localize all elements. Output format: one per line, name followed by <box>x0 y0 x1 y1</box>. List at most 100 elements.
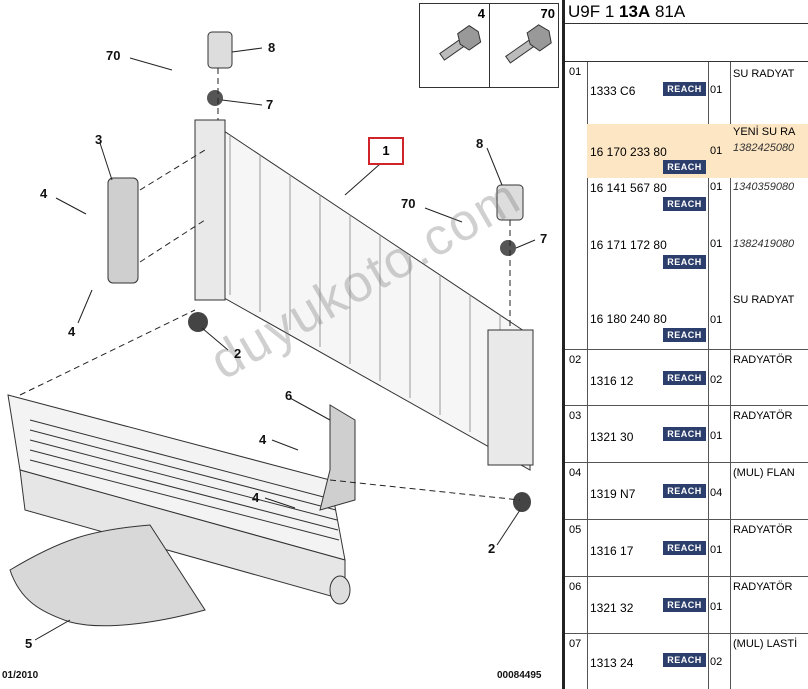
table-row[interactable]: 16 180 240 80 REACH 01 SU RADYAT <box>565 282 808 350</box>
group-number: 07 <box>569 638 582 650</box>
group-03[interactable]: 03 1321 30 REACH 01 RADYATÖR <box>565 406 808 463</box>
part-description: RADYATÖR <box>733 581 793 593</box>
callout-6[interactable]: 6 <box>285 388 293 403</box>
group-06[interactable]: 06 1321 32 REACH 01 RADYATÖR <box>565 577 808 634</box>
group-04[interactable]: 04 1319 N7 REACH 04 (MUL) FLAN <box>565 463 808 520</box>
callout-3[interactable]: 3 <box>95 132 103 147</box>
part-description: RADYATÖR <box>733 354 793 366</box>
quantity: 01 <box>710 544 723 556</box>
callout-1-label: 1 <box>382 143 390 158</box>
part-description: RADYATÖR <box>733 410 793 422</box>
radiator-drawing <box>194 119 534 471</box>
group-number: 04 <box>569 467 582 479</box>
callout-5[interactable]: 5 <box>25 636 33 651</box>
table-row-highlighted[interactable]: 16 170 233 80 REACH 01 YENİ SU RA 138242… <box>587 124 808 178</box>
part-description: YENİ SU RA <box>733 126 796 138</box>
group-01: 01 <box>565 62 808 350</box>
callout-4-deflector-lower[interactable]: 4 <box>252 490 260 505</box>
quantity: 01 <box>710 601 723 613</box>
panel-header: U9F 1 13A 81A <box>565 0 808 24</box>
part-number[interactable]: 1333 C6 <box>590 84 636 98</box>
fastener-cell-4[interactable]: 4 <box>420 4 490 87</box>
bolt-70-icon <box>505 24 552 64</box>
bushing-7-right-drawing <box>500 240 516 256</box>
header-code-bold: 13A <box>619 2 651 21</box>
part-description: RADYATÖR <box>733 524 793 536</box>
callout-2-right[interactable]: 2 <box>488 541 496 556</box>
part-number[interactable]: 1313 24 <box>590 656 634 670</box>
callout-7-top[interactable]: 7 <box>266 97 274 112</box>
part-number[interactable]: 16 170 233 80 <box>590 145 667 159</box>
table-row[interactable]: 1333 C6 REACH 01 SU RADYAT <box>565 62 808 124</box>
rubber-2-left-drawing <box>188 312 208 332</box>
quantity: 01 <box>710 314 723 326</box>
part-description: SU RADYAT <box>733 294 795 306</box>
rubber-2-right-drawing <box>513 492 531 512</box>
bracket-3-drawing <box>107 177 139 284</box>
quantity: 01 <box>710 181 723 193</box>
part-number[interactable]: 16 171 172 80 <box>590 238 667 252</box>
group-number: 01 <box>569 66 582 78</box>
part-number[interactable]: 1321 32 <box>590 601 634 615</box>
quantity: 01 <box>710 145 723 157</box>
reach-badge: REACH <box>663 484 706 498</box>
panel-subheader <box>565 24 808 62</box>
group-07[interactable]: 07 1313 24 REACH 02 (MUL) LASTİ <box>565 634 808 689</box>
group-02[interactable]: 02 1316 12 REACH 02 RADYATÖR <box>565 350 808 406</box>
callout-2-left[interactable]: 2 <box>234 346 242 361</box>
callout-8-right[interactable]: 8 <box>476 136 484 151</box>
fastener-number: 70 <box>540 6 555 21</box>
callout-70-top[interactable]: 70 <box>106 48 121 63</box>
part-number[interactable]: 1316 17 <box>590 544 634 558</box>
quantity: 01 <box>710 84 723 96</box>
reach-badge: REACH <box>663 197 706 211</box>
quantity: 04 <box>710 487 723 499</box>
group-number: 05 <box>569 524 582 536</box>
reach-badge: REACH <box>663 653 706 667</box>
reach-badge: REACH <box>663 371 706 385</box>
fastener-inset: 4 70 <box>419 3 559 88</box>
part-reference: 1340359080 <box>733 181 795 193</box>
group-number: 03 <box>569 410 582 422</box>
fastener-cell-70[interactable]: 70 <box>490 4 559 87</box>
exploded-parts-diagram: duyukoto.com 70 8 7 3 4 4 1 8 70 7 2 6 4… <box>2 3 559 681</box>
callout-4-lower-left[interactable]: 4 <box>68 324 76 339</box>
group-number: 06 <box>569 581 582 593</box>
part-reference: 1382419080 <box>733 238 795 250</box>
callout-1-highlighted[interactable]: 1 <box>368 137 404 165</box>
part-number[interactable]: 1321 30 <box>590 430 634 444</box>
part-number[interactable]: 1319 N7 <box>590 487 636 501</box>
protective-bag-drawing <box>9 524 206 627</box>
part-number[interactable]: 1316 12 <box>590 374 634 388</box>
panel-divider <box>562 0 565 689</box>
column-divider <box>587 62 588 689</box>
column-divider <box>708 62 709 689</box>
group-05[interactable]: 05 1316 17 REACH 01 RADYATÖR <box>565 520 808 577</box>
callout-4-upper-left[interactable]: 4 <box>40 186 48 201</box>
part-number[interactable]: 16 141 567 80 <box>590 181 667 195</box>
reach-badge: REACH <box>663 160 706 174</box>
column-divider <box>730 62 731 689</box>
table-row[interactable]: 16 171 172 80 REACH 01 1382419080 <box>565 230 808 282</box>
part-number[interactable]: 16 180 240 80 <box>590 312 667 326</box>
reach-badge: REACH <box>663 541 706 555</box>
part-description: (MUL) LASTİ <box>733 638 798 650</box>
mount-8-top-drawing <box>207 31 233 69</box>
reach-badge: REACH <box>663 328 706 342</box>
table-row[interactable]: 16 141 567 80 REACH 01 1340359080 <box>565 178 808 230</box>
callout-4-deflector-upper[interactable]: 4 <box>259 432 267 447</box>
intercooler-drawing <box>7 394 351 605</box>
quantity: 02 <box>710 656 723 668</box>
callout-8-top[interactable]: 8 <box>268 40 276 55</box>
diagram-number: 00084495 <box>497 670 542 681</box>
callout-70-right[interactable]: 70 <box>401 196 416 211</box>
header-code-prefix: U9F 1 <box>568 2 620 21</box>
reach-badge: REACH <box>663 427 706 441</box>
bushing-7-top-drawing <box>207 90 223 106</box>
reach-badge: REACH <box>663 255 706 269</box>
part-description: SU RADYAT <box>733 68 795 80</box>
callout-7-right[interactable]: 7 <box>540 231 548 246</box>
diagram-drawing <box>7 31 536 641</box>
header-code-suffix: 81A <box>650 2 686 21</box>
fastener-number: 4 <box>477 6 485 21</box>
